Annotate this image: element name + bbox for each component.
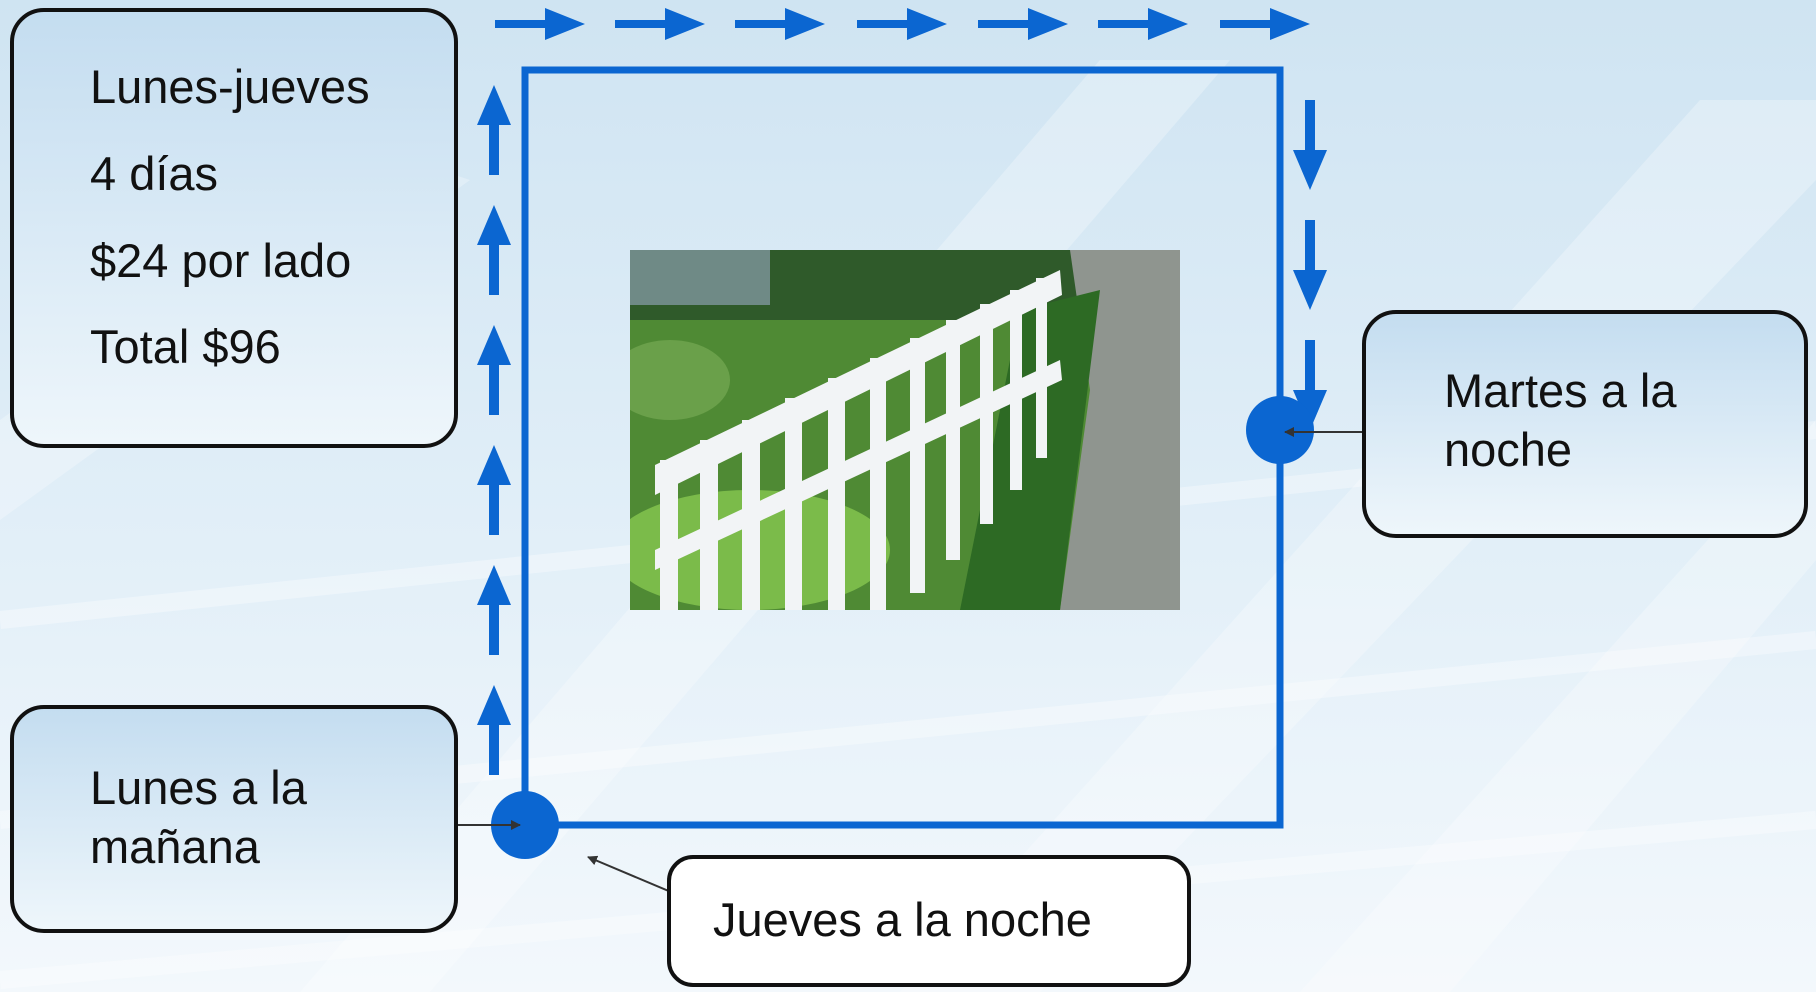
arrow-down xyxy=(1293,340,1327,430)
left-arrows xyxy=(477,85,511,775)
start-label-line-1: Lunes a la xyxy=(90,761,307,814)
arrow-right xyxy=(1098,8,1188,40)
arrow-right xyxy=(978,8,1068,40)
arrow-right xyxy=(857,8,947,40)
start-label-line-2: mañana xyxy=(90,819,260,873)
arrow-right xyxy=(495,8,585,40)
tuesday-label-line-1: Martes a la xyxy=(1444,364,1677,417)
arrow-right xyxy=(615,8,705,40)
arrow-up xyxy=(477,85,511,175)
start-dot xyxy=(491,791,559,859)
arrow-right xyxy=(735,8,825,40)
start-label: Lunes a la mañana xyxy=(10,705,458,933)
info-day-count: 4 días xyxy=(90,146,219,200)
arrow-up xyxy=(477,685,511,775)
info-total: Total $96 xyxy=(90,320,281,374)
arrow-right xyxy=(1220,8,1310,40)
fence-photo xyxy=(630,250,1180,610)
info-price-per-side: $24 por lado xyxy=(90,233,352,287)
end-label-text: Jueves a la noche xyxy=(713,893,1092,946)
tuesday-label: Martes a la noche xyxy=(1362,310,1808,538)
arrow-down xyxy=(1293,100,1327,190)
end-label: Jueves a la noche xyxy=(667,855,1191,987)
arrow-up xyxy=(477,205,511,295)
tuesday-dot xyxy=(1246,396,1314,464)
arrow-down xyxy=(1293,220,1327,310)
top-arrows xyxy=(495,8,1310,40)
fence-perimeter xyxy=(521,66,1284,829)
right-arrows xyxy=(1293,100,1327,430)
info-box: Lunes-jueves 4 días $24 por lado Total $… xyxy=(10,8,458,448)
arrow-up xyxy=(477,565,511,655)
arrow-up xyxy=(477,325,511,415)
info-days-range: Lunes-jueves xyxy=(90,60,370,113)
tuesday-label-line-2: noche xyxy=(1444,422,1573,476)
arrow-up xyxy=(477,445,511,535)
